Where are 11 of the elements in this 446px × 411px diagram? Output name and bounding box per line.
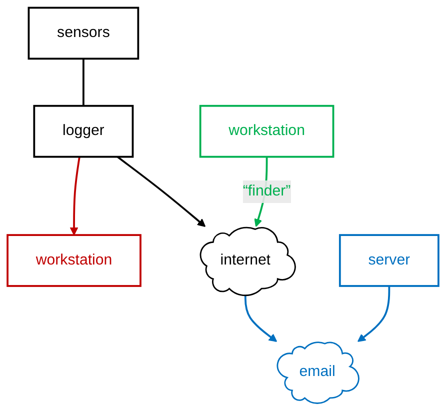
connector <box>82 58 84 106</box>
edge-label: “finder” <box>242 183 291 200</box>
arrow <box>244 294 278 342</box>
arrow <box>70 156 80 236</box>
node-box: logger <box>33 104 134 158</box>
arrow <box>357 286 390 342</box>
node-box: workstation <box>6 234 142 287</box>
node-box: sensors <box>28 6 140 60</box>
node-box: server <box>338 234 440 287</box>
node-box: workstation <box>199 104 334 158</box>
arrow <box>116 156 206 227</box>
